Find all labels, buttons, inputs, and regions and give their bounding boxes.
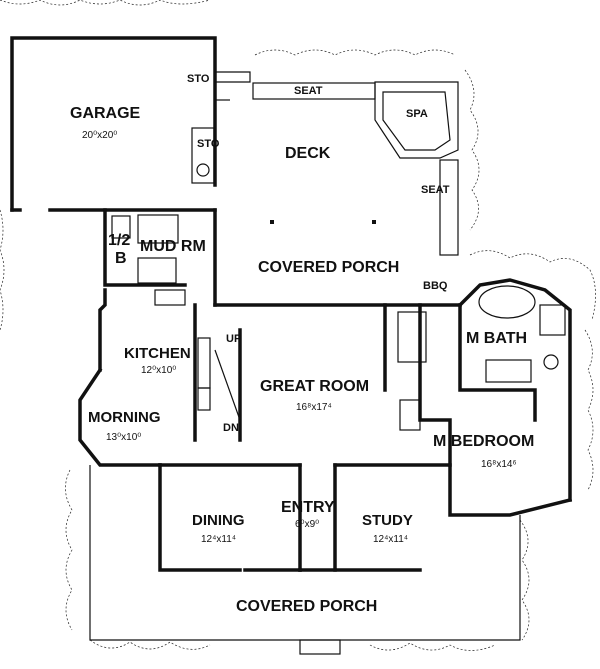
stair-up-label: UP [226,333,241,345]
dining-dim: 12⁴x11⁴ [201,534,236,545]
great-room-label: GREAT ROOM [260,378,369,395]
entry-label: ENTRY [281,499,335,516]
garage-label: GARAGE [70,105,141,122]
great-room-dim: 16⁸x17⁴ [296,402,332,413]
master-bedroom-label: M BEDROOM [433,433,534,450]
study-dim: 12⁴x11⁴ [373,534,408,545]
house-walls [78,278,573,572]
morning-room-dim: 13⁰x10⁰ [106,432,141,443]
landscaping-shrubs [0,0,596,651]
covered-porch-front-label: COVERED PORCH [236,598,377,615]
mud-room-walls [103,208,217,307]
study-label: STUDY [362,512,413,529]
front-porch [89,465,521,655]
master-bedroom-dim: 16⁸x14⁶ [481,459,517,470]
garage-walls [10,36,217,212]
covered-porch-back-label: COVERED PORCH [258,259,399,276]
garage-dim: 20⁰x20⁰ [82,130,117,141]
kitchen-label: KITCHEN [124,345,191,362]
mud-room-label: MUD RM [140,238,206,255]
bbq-label: BBQ [423,280,448,292]
storage-label-mid: STO [197,138,220,150]
dining-label: DINING [192,512,245,529]
spa-label: SPA [406,108,428,120]
morning-room-label: MORNING [88,409,161,426]
stair-down-label: DN [223,422,239,434]
deck-outline [215,71,459,256]
seat-label-side: SEAT [421,184,450,196]
deck-label: DECK [285,145,331,162]
seat-label-top: SEAT [294,85,323,97]
interior-walls [193,285,566,467]
entry-dim: 6⁰x9⁰ [295,519,319,530]
kitchen-dim: 12⁰x10⁰ [141,365,176,376]
storage-label-top: STO [187,73,210,85]
master-bath-label: M BATH [466,330,527,347]
